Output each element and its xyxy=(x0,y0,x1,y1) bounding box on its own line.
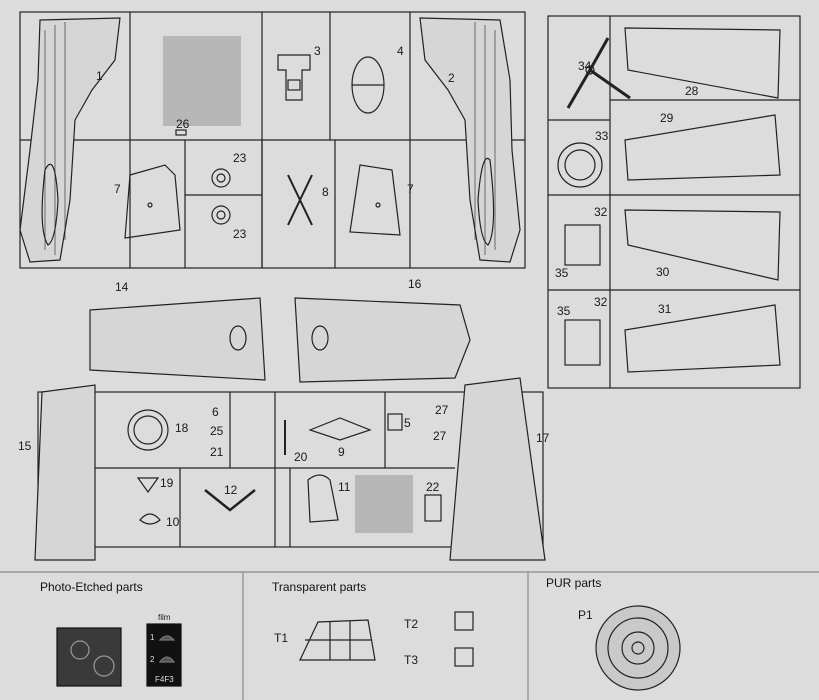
part-label-34: 34 xyxy=(578,59,592,73)
part-label-20: 20 xyxy=(294,450,308,464)
part-19-shape xyxy=(136,477,160,494)
part-3-shape xyxy=(277,54,311,101)
part-label-14: 14 xyxy=(115,280,129,294)
part-7-right-shape xyxy=(349,164,401,236)
part-label-27a: 27 xyxy=(435,403,449,417)
part-label-21: 21 xyxy=(210,445,224,459)
part-label-23b: 23 xyxy=(233,227,247,241)
part-label-35b: 35 xyxy=(557,304,571,318)
part-label-17: 17 xyxy=(536,431,550,445)
part-label-32a: 32 xyxy=(594,205,608,219)
film-item-1: 1 xyxy=(150,633,155,642)
part-15-shape xyxy=(34,384,96,561)
part-label-2: 2 xyxy=(448,71,455,85)
part-32-lower xyxy=(564,319,601,366)
part-label-16: 16 xyxy=(408,277,422,291)
part-label-30: 30 xyxy=(656,265,670,279)
part-label-22: 22 xyxy=(426,480,440,494)
part-32-upper xyxy=(564,224,601,266)
photo-etched-sheet xyxy=(56,627,122,687)
part-10-shape xyxy=(139,513,161,525)
part-label-18: 18 xyxy=(175,421,189,435)
part-label-7b: 7 xyxy=(407,182,414,196)
label-t1: T1 xyxy=(274,631,289,645)
part-23-upper-ring xyxy=(211,168,231,188)
part-label-9: 9 xyxy=(338,445,345,459)
transparent-title: Transparent parts xyxy=(272,580,367,594)
part-label-1: 1 xyxy=(96,69,103,83)
part-label-6: 6 xyxy=(212,405,219,419)
part-label-10: 10 xyxy=(166,515,180,529)
part-label-23a: 23 xyxy=(233,151,247,165)
transparent-t3 xyxy=(454,647,474,667)
part-7-left-shape xyxy=(124,164,181,239)
wing-14 xyxy=(89,297,266,381)
film-sheet xyxy=(146,623,182,687)
part-12-shape xyxy=(204,489,256,512)
wing-16 xyxy=(294,297,471,383)
part-8-shape xyxy=(287,174,313,226)
part-11-shape xyxy=(307,474,339,523)
part-31-shape xyxy=(624,304,781,373)
part-17-shape xyxy=(449,377,546,561)
photo-etched-title: Photo-Etched parts xyxy=(40,580,143,594)
part-label-4: 4 xyxy=(397,44,404,58)
part-30-shape xyxy=(624,209,781,281)
part-18-ring xyxy=(127,409,169,451)
part-label-26: 26 xyxy=(176,117,190,131)
part-22-shape xyxy=(424,494,442,522)
part-label-35a: 35 xyxy=(555,266,569,280)
part-label-12: 12 xyxy=(224,483,238,497)
part-5-shape xyxy=(387,413,403,431)
part-label-15: 15 xyxy=(18,439,32,453)
label-t2: T2 xyxy=(404,617,419,631)
label-p1: P1 xyxy=(578,608,593,622)
part-label-27b: 27 xyxy=(433,429,447,443)
film-code: F4F3 xyxy=(155,675,174,684)
part-label-11: 11 xyxy=(338,480,351,494)
grey-fill-block xyxy=(163,36,241,126)
part-33-ring xyxy=(557,142,603,188)
part-23-lower-ring xyxy=(211,205,231,225)
part-label-25: 25 xyxy=(210,424,224,438)
part-label-7a: 7 xyxy=(114,182,121,196)
sprue-b-frame xyxy=(547,15,801,389)
part-label-5: 5 xyxy=(404,416,411,430)
part-label-28: 28 xyxy=(685,84,699,98)
pur-title: PUR parts xyxy=(546,576,602,590)
part-label-8: 8 xyxy=(322,185,329,199)
part-label-31: 31 xyxy=(658,302,672,316)
part-9-shape xyxy=(308,417,372,441)
grey-fill-block-lower xyxy=(355,475,413,533)
label-t3: T3 xyxy=(404,653,419,667)
propeller-34 xyxy=(566,37,631,109)
part-label-3: 3 xyxy=(314,44,321,58)
film-label: film xyxy=(158,613,171,622)
part-label-29: 29 xyxy=(660,111,674,125)
part-29-shape xyxy=(624,114,781,181)
film-item-2: 2 xyxy=(150,655,155,664)
part-label-19: 19 xyxy=(160,476,174,490)
part-28-shape xyxy=(624,27,781,99)
transparent-t2 xyxy=(454,611,474,631)
part-label-33: 33 xyxy=(595,129,609,143)
part-label-32b: 32 xyxy=(594,295,608,309)
